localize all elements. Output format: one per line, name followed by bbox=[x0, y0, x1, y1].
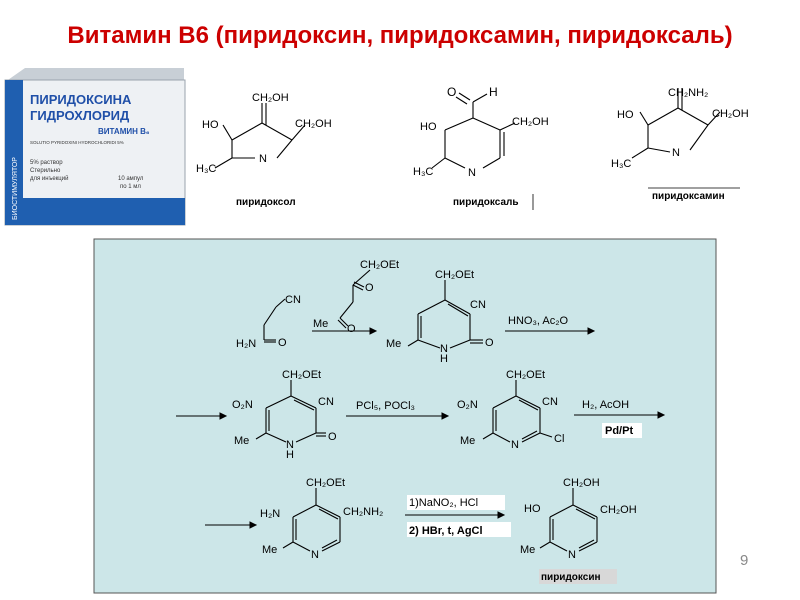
pyridoxal-h3c: H₃C bbox=[413, 166, 433, 178]
reagent-hydrogenation: H₂, AcOH bbox=[582, 399, 629, 411]
r1-h-pyridone: H bbox=[440, 353, 448, 365]
package-solution: 5% раствор bbox=[30, 160, 63, 166]
r3-n: N bbox=[311, 549, 319, 561]
pyridoxol-ho: HO bbox=[202, 119, 219, 131]
package-name-line2: ГИДРОХЛОРИД bbox=[30, 108, 130, 123]
pyridoxal-label-box bbox=[447, 194, 533, 208]
pyridoxal-h: H bbox=[489, 85, 498, 99]
r1-o-ketone1: O bbox=[365, 282, 374, 294]
catalyst-box bbox=[602, 423, 642, 438]
row1-structures bbox=[263, 269, 483, 349]
r3-n-pyridoxine: N bbox=[568, 549, 576, 561]
reagent-step2: 2) HBr, t, AgCl bbox=[409, 525, 483, 537]
structure-pyridoxamine bbox=[631, 88, 721, 159]
reagent-step1: 1)NaNO₂, HCl bbox=[409, 497, 478, 509]
pyridoxal-label: пиридоксаль bbox=[453, 197, 519, 208]
page-title: Витамин В6 (пиридоксин, пиридоксамин, пи… bbox=[67, 22, 733, 49]
r2-o2n-chloro: O₂N bbox=[457, 399, 478, 411]
structure-pyridoxal bbox=[431, 92, 516, 169]
r1-o-pyridone: O bbox=[485, 337, 494, 349]
r3-me-pyridoxine: Me bbox=[520, 544, 535, 556]
package-latin: SOLUTIO PYRIDOXINI HYDROCHLORIDI 5% bbox=[30, 140, 124, 145]
package-name-line1: ПИРИДОКСИНА bbox=[30, 92, 132, 107]
r1-cn-pyridone: CN bbox=[470, 299, 486, 311]
r1-o-ketone2: O bbox=[347, 323, 356, 335]
pyridoxol-h3c: H₃C bbox=[196, 163, 216, 175]
r2-cl-chloro: Cl bbox=[554, 433, 564, 445]
pyridoxol-label: пиридоксол bbox=[236, 197, 296, 208]
r2-ch2oet-chloro: CH₂OEt bbox=[506, 369, 545, 381]
pyridoxal-ch2oh: CH₂OH bbox=[512, 116, 549, 128]
r3-ch2oet: CH₂OEt bbox=[306, 477, 345, 489]
pyridoxamine-ch2nh2: CH₂NH₂ bbox=[668, 87, 708, 99]
reagent-nitration: HNO₃, Ac₂O bbox=[508, 315, 569, 327]
reagent-catalyst: Pd/Pt bbox=[605, 425, 633, 437]
pyridoxamine-h3c: H₃C bbox=[611, 158, 631, 170]
r1-ch2oet-pyridone: CH₂OEt bbox=[435, 269, 474, 281]
pyridoxol-label-box bbox=[232, 194, 302, 208]
r2-cn-nitro: CN bbox=[318, 396, 334, 408]
pyridoxamine-label-box bbox=[650, 189, 738, 202]
pyridoxamine-label: пиридоксамин bbox=[652, 191, 725, 202]
r2-me-nitro: Me bbox=[234, 435, 249, 447]
r2-n-nitro: N bbox=[286, 439, 294, 451]
r2-n-chloro: N bbox=[511, 439, 519, 451]
pyridoxal-o: O bbox=[447, 85, 456, 99]
pyridoxol-ch2oh-right: CH₂OH bbox=[295, 118, 332, 130]
r3-ch2nh2: CH₂NH₂ bbox=[343, 506, 383, 518]
package-ampoules: 10 ампул bbox=[118, 176, 144, 182]
pyridoxine-label-box bbox=[539, 569, 617, 584]
r1-cn-amide: CN bbox=[285, 294, 301, 306]
r1-nh-pyridone: N bbox=[440, 343, 448, 355]
package-volume: по 1 мл bbox=[120, 184, 141, 190]
structure-pyridoxol bbox=[214, 103, 306, 169]
package-sterile: Стерильно bbox=[30, 168, 61, 174]
package-brand: БИОСТИМУЛЯТОР bbox=[12, 157, 19, 220]
pyridoxamine-ch2oh: CH₂OH bbox=[712, 108, 749, 120]
package-injection: для инъекций bbox=[30, 175, 68, 182]
pyridoxol-n: N bbox=[259, 153, 267, 165]
medicine-package: БИОСТИМУЛЯТОР ПИРИДОКСИНА ГИДРОХЛОРИД ВИ… bbox=[4, 68, 186, 226]
reagent-chlorination: PCl₅, POCl₃ bbox=[356, 400, 415, 412]
r1-h2n: H₂N bbox=[236, 338, 256, 350]
r1-o-amide: O bbox=[278, 337, 287, 349]
r1-me-ketone: Me bbox=[313, 318, 328, 330]
r2-h-nitro: H bbox=[286, 449, 294, 461]
r3-h2n: H₂N bbox=[260, 508, 280, 520]
r3-ho: HO bbox=[524, 503, 541, 515]
pyridoxine-label: пиридоксин bbox=[541, 572, 601, 583]
package-vitamin: ВИТАМИН B₆ bbox=[98, 127, 150, 136]
row3-structures bbox=[282, 488, 598, 552]
pyridoxal-n: N bbox=[468, 167, 476, 179]
r3-ch2oh-right: CH₂OH bbox=[600, 504, 637, 516]
page-number: 9 bbox=[740, 552, 749, 569]
r3-me: Me bbox=[262, 544, 277, 556]
step2-box bbox=[407, 522, 511, 537]
r1-me-pyridone: Me bbox=[386, 338, 401, 350]
r2-o-nitro: O bbox=[328, 431, 337, 443]
step1-box bbox=[407, 495, 505, 510]
r1-ch2oet-ketone: CH₂OEt bbox=[360, 259, 399, 271]
r3-ch2oh-top: CH₂OH bbox=[563, 477, 600, 489]
r2-me-chloro: Me bbox=[460, 435, 475, 447]
r2-o2n-nitro: O₂N bbox=[232, 399, 253, 411]
pyridoxamine-ho: HO bbox=[617, 109, 634, 121]
row2-structures bbox=[255, 380, 553, 443]
pyridoxal-ho: HO bbox=[420, 121, 437, 133]
row3-arrows bbox=[205, 511, 506, 529]
pyridoxamine-n: N bbox=[672, 147, 680, 159]
r2-cn-chloro: CN bbox=[542, 396, 558, 408]
row1-arrows bbox=[312, 327, 596, 335]
pyridoxol-ch2oh-top: CH₂OH bbox=[252, 92, 289, 104]
row2-arrows bbox=[176, 411, 666, 420]
r2-ch2oet-nitro: CH₂OEt bbox=[282, 369, 321, 381]
